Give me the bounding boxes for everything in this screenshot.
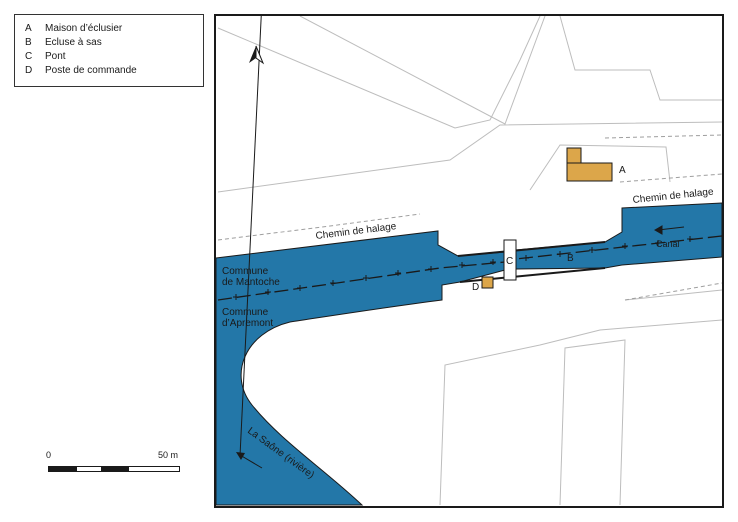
scale-segment-1 [48, 466, 76, 472]
parcel-east [624, 289, 722, 301]
towpath-line-right-2 [604, 134, 722, 139]
bridge-pont [503, 239, 517, 281]
parcel-south-2 [559, 339, 626, 506]
label-chemin-right: Chemin de halage [632, 187, 714, 206]
river-saone [216, 202, 722, 506]
towpath-line-right-1 [619, 173, 722, 183]
north-arrow-icon [249, 45, 265, 65]
river-flow-arrow [239, 16, 262, 457]
scale-segment-2 [76, 466, 102, 472]
marker-a: A [619, 165, 626, 176]
road-north-edge [217, 121, 722, 193]
scale-segment-4 [128, 466, 180, 472]
label-commune-mantoche-2: de Mantoche [222, 277, 280, 288]
label-commune-apremont-1: Commune [222, 307, 269, 318]
label-commune-apremont-2: d’Apremont [222, 318, 274, 329]
marker-d: D [472, 282, 480, 293]
boundary-crosses [233, 236, 693, 300]
scale-zero-label: 0 [46, 450, 52, 460]
commune-boundary [217, 235, 722, 301]
river-arrow-head [236, 452, 245, 460]
house-parcel [529, 144, 671, 191]
towpath-dashed-lines [217, 134, 722, 301]
towpath-line-south [624, 282, 722, 301]
scale-segment-3 [102, 466, 128, 472]
scale-end-label: 50 m [158, 450, 179, 460]
river-arrow-line [239, 454, 263, 469]
canal-flow-arrow [653, 225, 685, 235]
map-canvas: La Saône (rivière) Chemin de halage Chem… [216, 16, 722, 506]
towpath-line-left [217, 213, 421, 241]
parcel-outlines [217, 16, 722, 506]
buildings [481, 147, 613, 289]
parcel-line-1 [217, 16, 541, 129]
map-frame: La Saône (rivière) Chemin de halage Chem… [214, 14, 724, 508]
control-post [481, 276, 494, 289]
label-canal: Canal [656, 239, 680, 249]
parcel-line-3 [559, 16, 722, 101]
lock-keeper-house-annex [566, 147, 582, 164]
lock-keeper-house [566, 162, 613, 182]
marker-b: B [567, 253, 574, 264]
scale-bar: 0 50 m [44, 450, 186, 480]
parcel-south-1 [439, 319, 722, 506]
marker-c: C [506, 256, 514, 267]
label-commune-mantoche-1: Commune [222, 266, 269, 277]
parcel-line-2 [299, 16, 546, 125]
